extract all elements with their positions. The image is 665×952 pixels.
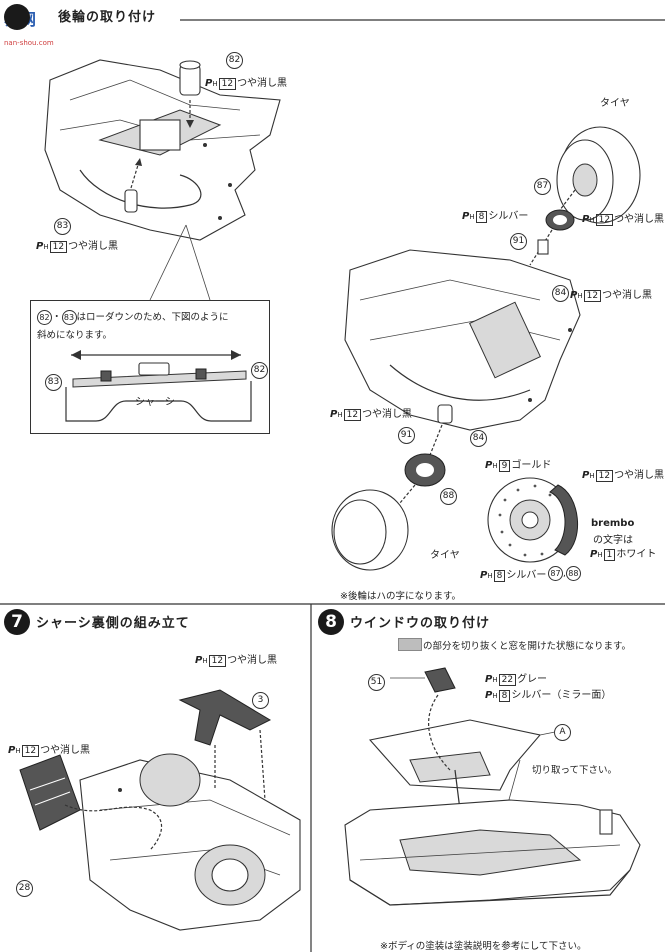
inset-note-line2: 斜めになります。: [37, 330, 113, 341]
watermark-url: nan-shou.com: [4, 39, 54, 47]
part-82: 82: [226, 52, 243, 69]
step8-window-body-illustration: [344, 667, 641, 906]
inset-part-82: 82: [251, 362, 268, 379]
part-28: 28: [16, 880, 33, 897]
part-87: 87: [534, 178, 551, 195]
step8-badge: 8: [318, 609, 344, 635]
inset-part-83: 83: [45, 374, 62, 391]
tire-top-label: タイヤ: [600, 98, 630, 109]
part-84-bottom: 84: [470, 430, 487, 447]
body-paint-note: ※ボディの塗装は塗装説明を参考にして下さい。: [380, 941, 587, 952]
step7-chassis-underside-illustration: [19, 689, 301, 931]
inset-chassis-label: シャーシ: [135, 397, 175, 408]
part-91-bottom: 91: [398, 427, 415, 444]
step6-badge: [4, 4, 30, 30]
parts-87-88-label: 87,88: [548, 566, 581, 581]
cut-area-note: の部分を切り抜くと窓を開けた状態になります。: [423, 641, 632, 652]
step6-title: 後輪の取り付け: [58, 10, 157, 25]
brembo-text-label: の文字は: [593, 535, 633, 546]
brembo-label: brembo: [591, 518, 635, 529]
part-83: 83: [54, 218, 71, 235]
part-91-top: 91: [510, 233, 527, 250]
tire-bottom-label: タイヤ: [430, 550, 460, 561]
step7-badge: 7: [4, 609, 30, 635]
cut-area-swatch: [398, 638, 422, 651]
inset-diagram: [65, 350, 252, 422]
step6-chassis-left-illustration: [44, 59, 281, 241]
cut-instruction: 切り取って下さい。: [532, 765, 618, 776]
step6-rear-wheel-illustration: [331, 126, 641, 571]
part-88: 88: [440, 488, 457, 505]
step7-title: シャーシ裏側の組み立て: [36, 616, 190, 631]
step8-title: ウインドウの取り付け: [350, 616, 491, 631]
part-51: 51: [368, 674, 385, 691]
part-84-top: 84: [552, 285, 569, 302]
part-3: 3: [252, 692, 269, 709]
rear-wheel-note: ※後輪はハの字になります。: [340, 591, 462, 602]
